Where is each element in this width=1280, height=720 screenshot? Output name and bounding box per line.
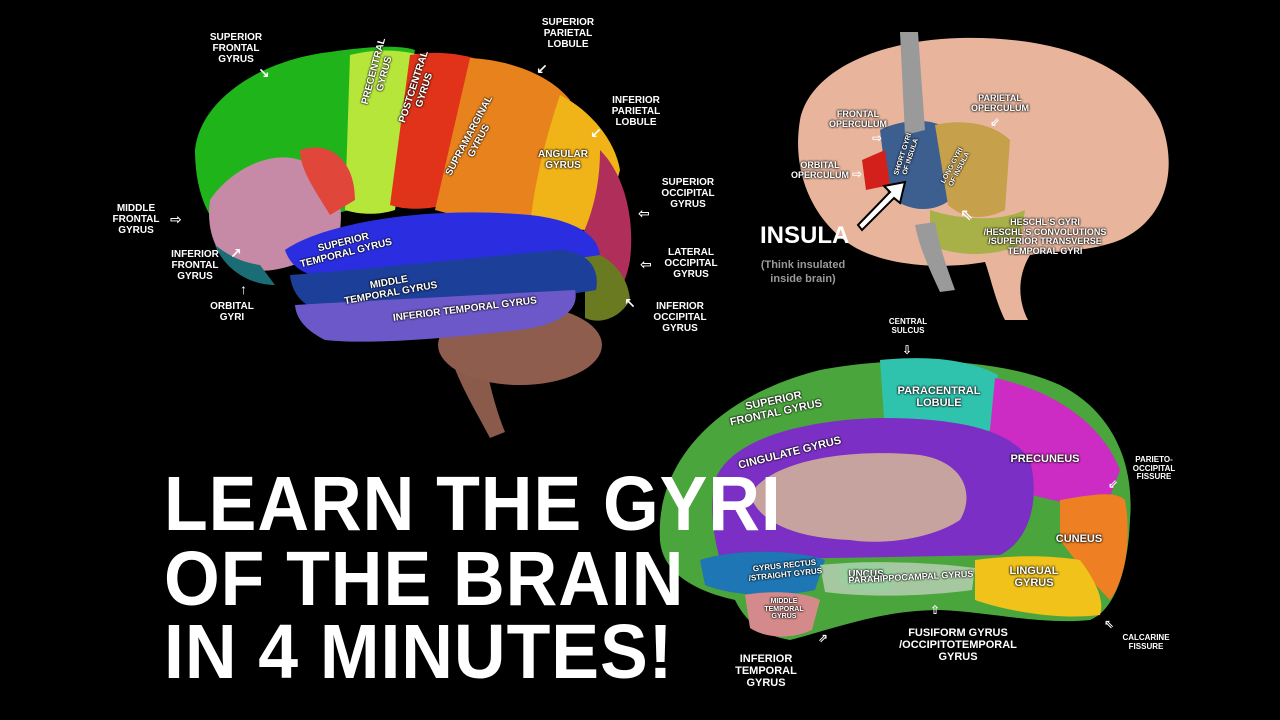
cuneus-shape: [1060, 494, 1128, 600]
label-frontal-operculum: FRONTAL OPERCULUM: [829, 109, 887, 129]
label-calcarine-fissure: CALCARINE FISSURE: [1122, 633, 1170, 651]
arrow-down-icon: ⇩: [902, 343, 913, 357]
arrow-left-icon-2: ⇦: [640, 256, 652, 272]
label-orbital-gyri: ORBITAL GYRI: [210, 301, 254, 323]
paracentral-lobule-shape: [880, 358, 998, 438]
insula-brainstem: [900, 32, 925, 135]
label-inferior-occipital-gyrus: INFERIOR OCCIPITAL GYRUS: [653, 301, 707, 334]
headline-line-2: OF THE BRAIN: [164, 536, 685, 622]
insula-title: INSULA: [760, 222, 850, 249]
insula-lower-stem: [915, 222, 955, 292]
orbital-gyri-shape: [215, 245, 275, 285]
label-orbital-operculum: ORBITAL OPERCULUM: [791, 160, 849, 180]
headline-line-3: IN 4 MINUTES!: [164, 609, 674, 695]
arrow-up-right-icon-2: ⇗: [818, 631, 829, 645]
label-superior-parietal-lobule: SUPERIOR PARIETAL LOBULE: [541, 17, 595, 50]
label-inferior-parietal-lobule: INFERIOR PARIETAL LOBULE: [611, 95, 661, 128]
middle-temporal-medial-shape: [745, 592, 820, 637]
label-inferior-temporal-gyrus-medial: INFERIOR TEMPORAL GYRUS: [735, 653, 797, 689]
lateral-brain: [195, 46, 632, 438]
arrow-up-right-icon: ↗: [230, 245, 242, 261]
uncus-shape: [840, 562, 895, 591]
arrow-left-icon: ⇦: [638, 205, 650, 221]
supramarginal-gyrus: [435, 58, 570, 222]
inferior-occipital-region: [585, 250, 630, 321]
label-central-sulcus: CENTRAL SULCUS: [888, 317, 928, 335]
label-angular-gyrus: ANGULAR GYRUS: [538, 149, 588, 171]
arrow-left-down-icon-2: ↙: [590, 125, 602, 141]
label-cuneus: CUNEUS: [1055, 533, 1103, 545]
orbital-region: [300, 147, 355, 215]
inferior-temporal-gyrus: [295, 290, 576, 342]
label-paracentral-lobule: PARACENTRAL LOBULE: [897, 385, 981, 409]
insula-arrow: [856, 180, 907, 232]
arrow-right-icon-4: ⇨: [852, 167, 863, 181]
label-middle-temporal-gyrus-medial: MIDDLE TEMPORAL GYRUS: [764, 598, 804, 621]
label-uncus: UNCUS: [848, 569, 884, 580]
arrow-down-left-icon: ⇙: [990, 115, 1001, 129]
arrow-up-icon: ↑: [240, 281, 247, 297]
label-lingual-gyrus: LINGUAL GYRUS: [1009, 565, 1059, 589]
arrow-left-up-icon: ↖: [624, 295, 636, 311]
arrow-left-down-icon-3: ⇙: [1108, 477, 1119, 491]
arrow-up-left-icon: ⇖: [960, 207, 974, 224]
label-superior-occipital-gyrus: SUPERIOR OCCIPITAL GYRUS: [661, 177, 715, 210]
medial-brain: [659, 358, 1131, 640]
insula-red-region: [862, 150, 890, 190]
arrow-right-down-icon: ↘: [258, 65, 270, 81]
label-fusiform-gyrus: FUSIFORM GYRUS /OCCIPITOTEMPORAL GYRUS: [899, 627, 1017, 663]
label-heschls-gyri: HESCHL'S GYRI /HESCHL'S CONVOLUTIONS /SU…: [983, 217, 1107, 257]
label-lateral-occipital-gyrus: LATERAL OCCIPITAL GYRUS: [664, 247, 718, 280]
precentral-gyrus: [345, 50, 420, 214]
postcentral-gyrus: [390, 52, 480, 209]
arrow-left-down-icon: ↙: [536, 61, 548, 77]
label-parieto-occipital-fissure: PARIETO- OCCIPITAL FISSURE: [1132, 455, 1176, 482]
lingual-gyrus-shape: [975, 556, 1102, 617]
corpus-callosum-shape: [750, 453, 967, 542]
arrow-up-left-icon-2: ⇖: [1104, 617, 1115, 631]
headline-line-1: LEARN THE GYRI: [164, 461, 782, 547]
label-inferior-frontal-gyrus: INFERIOR FRONTAL GYRUS: [171, 249, 219, 282]
insula-lower-region: [930, 210, 1025, 255]
label-superior-frontal-gyrus: SUPERIOR FRONTAL GYRUS: [209, 32, 263, 65]
label-parietal-operculum: PARIETAL OPERCULUM: [971, 93, 1029, 113]
label-middle-frontal-gyrus: MIDDLE FRONTAL GYRUS: [112, 203, 160, 236]
insula-long-region: [935, 122, 1010, 217]
insula-brain: [798, 32, 1169, 320]
insula-note: (Think insulated inside brain): [760, 259, 846, 286]
arrow-up-icon-2: ⇧: [930, 603, 941, 617]
arrow-right-icon: ⇨: [170, 211, 182, 227]
gyrus-rectus-shape: [700, 551, 825, 595]
label-precuneus: PRECUNEUS: [1010, 453, 1080, 465]
arrow-right-icon-3: ⇨: [872, 131, 883, 145]
